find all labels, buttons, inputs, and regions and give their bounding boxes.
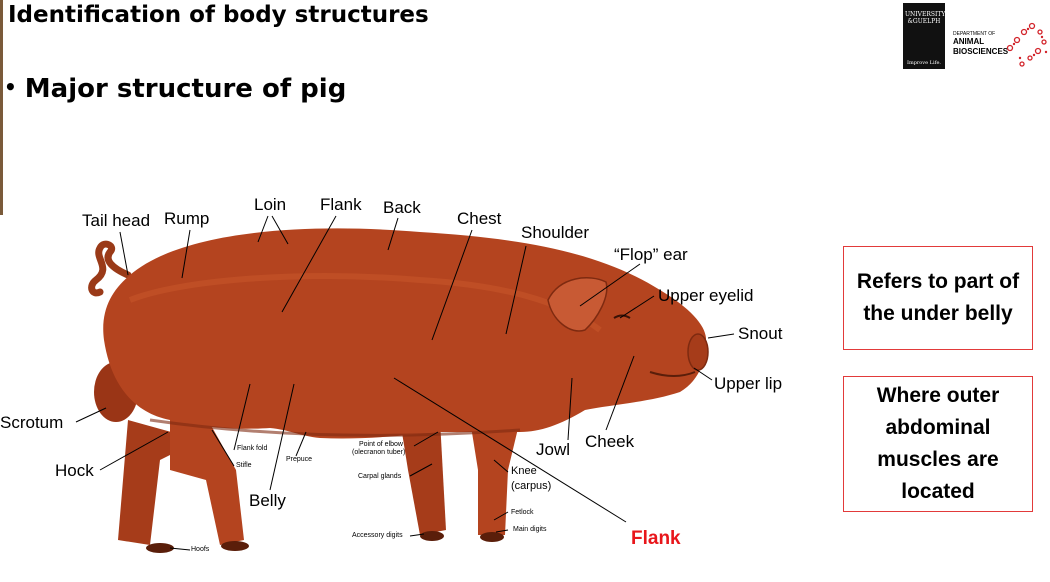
label-jowl: Jowl [536,440,571,459]
label-prepuce: Prepuce [286,456,313,463]
label-knee: Knee [511,465,537,477]
university-logo: UNIVERSITY &GUELPH Improve Life. [903,3,945,69]
dept-line3: BIOSCIENCES [953,47,1009,56]
label-cheek: Cheek [585,432,635,451]
label-chest: Chest [457,209,502,228]
dept-line1: DEPARTMENT OF [953,31,996,37]
pig-tail [88,240,132,297]
info-box-abdominal-muscles-text: Where outer abdominal muscles are locate… [876,384,1000,503]
university-tagline: Improve Life. [906,60,941,66]
label-back: Back [383,198,421,217]
label-flank: Flank [320,195,362,214]
label-flop-ear: “Flop” ear [614,245,688,264]
pig-back-leg-near [170,410,244,545]
label-fetlock: Fetlock [511,509,534,516]
bullet-dot-icon: • [4,75,17,99]
label-snout: Snout [738,324,783,343]
label-belly: Belly [249,491,286,510]
pig-front-leg-far [400,420,446,535]
department-logo: DEPARTMENT OF ANIMAL BIOSCIENCES [953,31,1008,57]
label-shoulder: Shoulder [521,223,590,242]
leader-lines [75,215,735,551]
info-box-under-belly: Refers to part of the under belly [843,246,1033,350]
label-loin: Loin [254,195,287,214]
label-flank-fold: Flank fold [237,445,268,452]
label-upper-lip: Upper lip [714,374,783,393]
label-main-digits: Main digits [513,526,547,533]
slide-title: Identification of body structures [8,2,429,28]
dna-dots-icon [1006,22,1048,67]
pig-mouth [649,371,696,377]
university-name: UNIVERSITY &GUELPH [905,11,946,25]
label-tail-head: Tail head [82,211,151,230]
pig-hooves [146,531,504,553]
label-flank-highlight: Flank [631,528,681,549]
pig-ear [547,277,608,332]
bullet-text: Major structure of pig [24,74,347,104]
label-stifle: Stifle [236,462,252,469]
pig-snout [687,333,709,371]
label-olecranon: (olecranon tuber) [352,449,406,456]
pig-back-leg-far [118,420,200,545]
info-box-under-belly-text: Refers to part of the under belly [856,270,1020,325]
label-scrotum: Scrotum [0,413,64,432]
label-accessory-digits: Accessory digits [352,532,403,539]
bullet-item: • Major structure of pig [4,74,346,104]
label-upper-eyelid: Upper eyelid [658,286,754,305]
label-hoofs: Hoofs [191,546,210,553]
dept-line2: ANIMAL [953,37,985,46]
label-carpal-glands: Carpal glands [358,473,402,480]
label-hock: Hock [55,461,94,480]
label-point-of-elbow: Point of elbow [359,441,403,448]
label-rump: Rump [164,209,210,228]
label-carpus: (carpus) [511,480,552,492]
info-box-abdominal-muscles: Where outer abdominal muscles are locate… [843,376,1033,512]
left-accent-bar [0,0,3,215]
pig-eye [613,314,631,319]
